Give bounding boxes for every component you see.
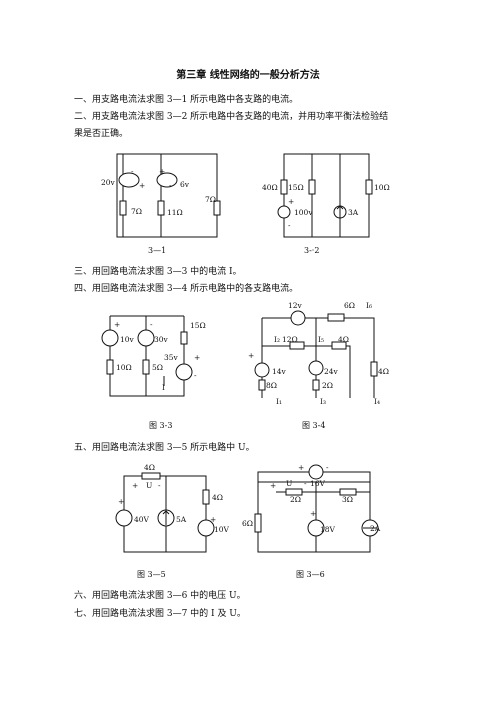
resistor-2-label: 2Ω [322, 381, 333, 390]
svg-text:+: + [298, 463, 304, 472]
resistor-7b-label: 7Ω [205, 195, 216, 204]
caption-3-4: 图 3-4 [302, 421, 326, 430]
source-35v-label: 35v [164, 353, 179, 362]
source-16v-label: 16V [310, 479, 326, 488]
resistor-6-label: 6Ω [242, 519, 253, 528]
source-10v-label: 10v [120, 335, 135, 344]
source-10v-label: 10V [214, 525, 230, 534]
caption-3-2: 3-·2 [304, 246, 320, 255]
caption-3-5: 图 3—5 [137, 570, 166, 579]
caption-3-1: 3—1 [148, 246, 167, 255]
circuit-figure-3-2: 40Ω 15Ω 10Ω + 100v - 3A [262, 153, 390, 238]
svg-text:+: + [288, 197, 294, 206]
resistor-15-label: 15Ω [288, 183, 304, 192]
question-5: 五、用回路电流法求图 3—5 所示电路中 U。 [74, 443, 255, 453]
source-12v-label: 12v [288, 301, 303, 310]
circuit-figure-3-4: 12v 6Ω I₆ I₂ 12Ω I₅ 4Ω + 14v 24v 4Ω 8Ω 2… [248, 301, 389, 406]
resistor-40-label: 40Ω [262, 183, 278, 192]
source-3a-label: 3A [348, 208, 359, 217]
svg-text:+: + [139, 181, 145, 190]
current-i4-label: I₄ [374, 397, 380, 406]
question-7: 七、用回路电流法求图 3—7 中的 I 及 U。 [74, 609, 246, 619]
resistor-4-label: 4Ω [338, 335, 349, 344]
resistor-3-label: 3Ω [342, 495, 353, 504]
current-i1-label: I₁ [276, 397, 282, 406]
resistor-7-label: 7Ω [131, 207, 142, 216]
source-2a-label: 2A [370, 524, 381, 533]
svg-text:+: + [210, 515, 216, 524]
voltage-u-label: U [286, 479, 292, 488]
source-30v-label: 30v [154, 335, 169, 344]
svg-text:+: + [270, 481, 276, 490]
svg-text:-: - [288, 221, 291, 230]
source-5a-label: 5A [176, 515, 187, 524]
resistor-4b-label: 4Ω [212, 493, 223, 502]
source-24v-label: 24v [324, 367, 339, 376]
resistor-15-label: 15Ω [190, 321, 206, 330]
voltage-u-label: U [146, 481, 152, 490]
resistor-2-label: 2Ω [290, 495, 301, 504]
svg-text:-: - [169, 181, 172, 190]
current-i3-label: I₃ [320, 397, 326, 406]
svg-text:-: - [158, 481, 161, 490]
question-6: 六、用回路电流法求图 3—6 中的电压 U。 [74, 591, 246, 601]
source-6v-label: 6v [180, 180, 190, 189]
question-1: 一、用支路电流法求图 3—1 所示电路中各支路的电流。 [74, 95, 299, 105]
svg-text:+: + [248, 351, 254, 360]
svg-text:-: - [150, 320, 153, 329]
resistor-4b-label: 4Ω [378, 367, 389, 376]
question-4: 四、用回路电流法求图 3—4 所示电路中的各支路电流。 [74, 284, 299, 294]
svg-text:-: - [304, 479, 307, 488]
resistor-5-label: 5Ω [152, 363, 163, 372]
question-2-line-1: 二、用支路电流法求图 3—2 所示电路中各支路的电流，并用功率平衡法检验结 [74, 112, 389, 122]
svg-text:+: + [132, 481, 138, 490]
source-100v-label: 100v [294, 208, 313, 217]
resistor-10-label: 10Ω [374, 183, 390, 192]
source-20v-label: 20v [101, 178, 116, 187]
resistor-4-label: 4Ω [144, 463, 155, 472]
resistor-8-label: 8Ω [266, 381, 277, 390]
circuit-figure-3-5: 4Ω + U - + 40V 5A 4Ω + 10V [115, 463, 230, 553]
svg-text:+: + [194, 353, 200, 362]
svg-text:-: - [131, 167, 134, 176]
svg-text:+: + [310, 509, 316, 518]
caption-3-3: 图 3-3 [149, 421, 173, 430]
source-40v-label: 40V [134, 515, 150, 524]
svg-text:+: + [118, 497, 124, 506]
source-14v-label: 14v [272, 367, 287, 376]
svg-text:+: + [159, 167, 165, 176]
current-i5-label: I₅ [318, 335, 324, 344]
svg-text:-: - [326, 463, 329, 472]
circuit-figure-3-1: -+ 20v +- 6v 7Ω 11Ω 7Ω [101, 153, 221, 238]
resistor-12-label: 12Ω [282, 335, 298, 344]
current-i-label: I [162, 383, 165, 392]
current-i6-label: I₆ [366, 301, 372, 310]
svg-text:-: - [194, 371, 197, 380]
resistor-11-label: 11Ω [167, 208, 183, 217]
current-i2-label: I₂ [274, 335, 280, 344]
svg-text:+: + [114, 320, 120, 329]
circuit-figure-3-6: +- + U - 16V 2Ω 3Ω 6Ω + 18V 2A [242, 463, 381, 553]
caption-3-6: 图 3—6 [296, 570, 325, 579]
resistor-6-label: 6Ω [344, 301, 355, 310]
resistor-10-label: 10Ω [116, 363, 132, 372]
question-3: 三、用回路电流法求图 3—3 中的电流 I。 [74, 267, 242, 277]
chapter-title: 第三章 线性网络的一般分析方法 [176, 70, 320, 81]
source-18v-label: 18V [320, 525, 336, 534]
circuit-figure-3-3: + - 10v 30v 15Ω 35v + - 10Ω 5Ω I [101, 315, 206, 397]
question-2-line-2: 果是否正确。 [74, 129, 129, 139]
